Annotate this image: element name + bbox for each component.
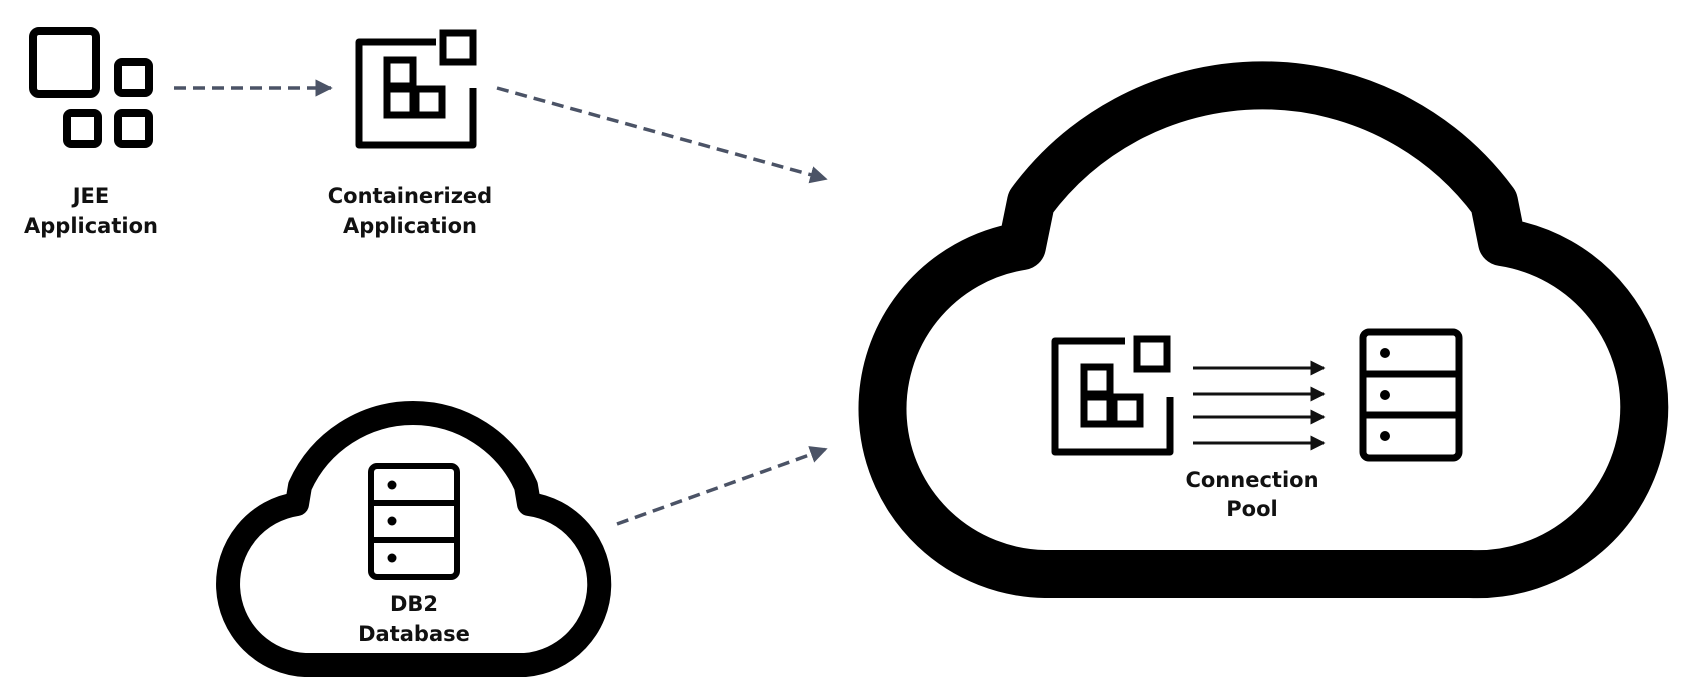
connection-pool-arrows	[1193, 360, 1326, 451]
db2-label-line2: Database	[358, 622, 470, 646]
small-cloud	[216, 401, 612, 677]
app-grid-icon	[29, 27, 153, 148]
pool-label-line2: Pool	[1226, 497, 1277, 521]
large-cloud	[858, 61, 1669, 599]
jee-label-line1: JEE	[71, 184, 110, 208]
arrow-container-to-cloud	[496, 86, 828, 184]
jee-label-line2: Application	[24, 214, 158, 238]
containerized-label-line1: Containerized	[328, 184, 492, 208]
container-icon	[1051, 335, 1174, 456]
server-rack-icon	[1359, 328, 1463, 462]
arrow-db2-to-cloud	[616, 446, 828, 526]
containerized-label-line2: Application	[343, 214, 477, 238]
db2-label-line1: DB2	[390, 592, 438, 616]
container-icon	[355, 29, 477, 149]
pool-label-line1: Connection	[1185, 468, 1318, 492]
server-rack-icon	[368, 463, 460, 580]
